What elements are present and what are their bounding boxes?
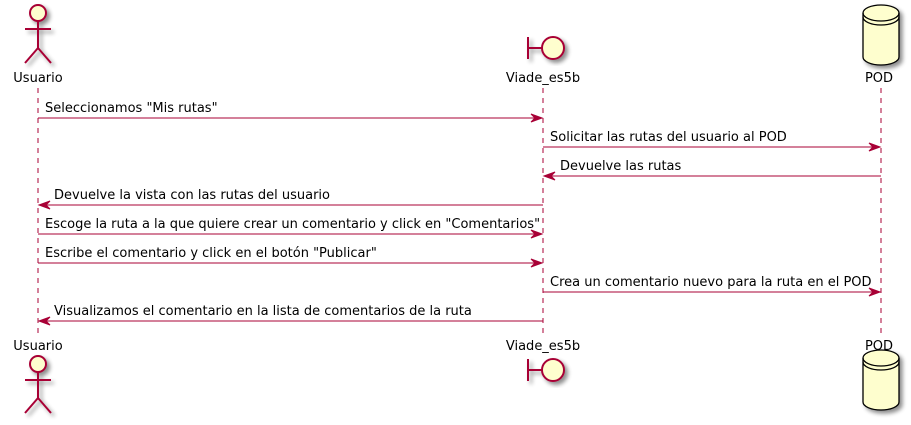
arrowhead-1 [530,113,544,123]
message-label-8: Visualizamos el comentario en la lista d… [54,304,472,319]
boundary-icon [527,358,565,382]
arrowhead-2 [868,142,882,152]
message-label-2: Solicitar las rutas del usuario al POD [550,130,787,145]
message-label-3: Devuelve las rutas [560,159,682,174]
message-label-4: Devuelve la vista con las rutas del usua… [54,188,330,203]
message-label-7: Crea un comentario nuevo para la ruta en… [550,275,872,290]
database-icon [862,4,900,66]
participants-bottom: Usuario Viade_es5b POD [13,339,900,414]
boundary-icon [527,36,565,60]
arrowhead-7 [868,287,882,297]
messages: Seleccionamos "Mis rutas" Solicitar las … [37,101,882,326]
actor-icon [24,355,52,414]
participants-top: Usuario Viade_es5b POD [13,4,900,86]
participant-top-label-viade: Viade_es5b [506,71,580,86]
message-label-6: Escribe el comentario y click en el botó… [45,246,377,261]
participant-bottom-label-usuario: Usuario [13,339,62,354]
participant-bottom-label-viade: Viade_es5b [506,339,580,354]
message-label-5: Escoge la ruta a la que quiere crear un … [45,217,540,232]
database-icon [862,349,900,411]
arrowhead-3 [542,171,556,181]
participant-top-label-usuario: Usuario [13,71,62,86]
arrowhead-8 [37,316,51,326]
participant-top-label-pod: POD [865,71,893,86]
arrowhead-5 [530,229,544,239]
lifelines [37,88,882,333]
arrowhead-4 [37,200,51,210]
actor-icon [24,4,52,64]
arrowhead-6 [530,258,544,268]
message-label-1: Seleccionamos "Mis rutas" [45,101,218,116]
